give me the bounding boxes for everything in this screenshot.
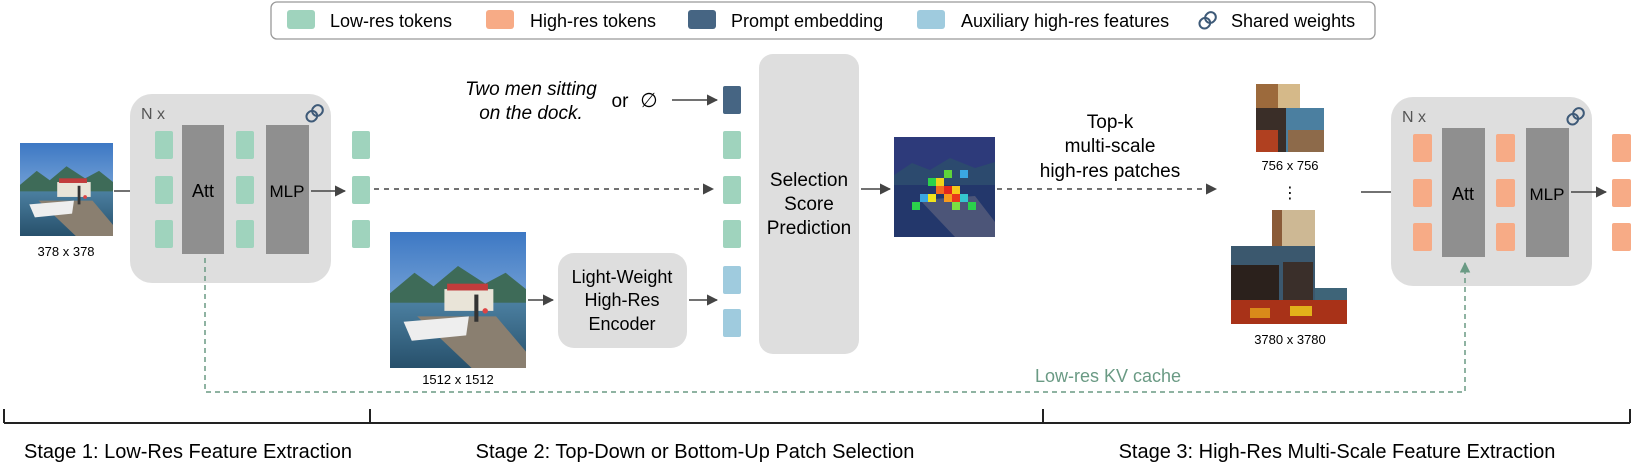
selection-label-line2: Score xyxy=(784,194,834,215)
prompt-text-line1: Two men sitting xyxy=(465,79,597,100)
encoder-label-line2: High-Res xyxy=(584,290,659,310)
patch-3780-image xyxy=(1231,210,1347,324)
stage3-mlp-label: MLP xyxy=(1530,185,1565,204)
lowres-token xyxy=(236,131,254,159)
stage3-att-layer xyxy=(1442,128,1485,257)
lowres-token xyxy=(155,176,173,204)
hires-output-token xyxy=(1612,223,1631,251)
lowres-image-size: 378 x 378 xyxy=(37,244,94,259)
stage1-mlp-layer xyxy=(266,125,309,254)
stage1-att-label: Att xyxy=(192,181,214,201)
link-icon xyxy=(1198,11,1217,30)
lowres-token xyxy=(155,220,173,248)
stage2-title: Stage 2: Top-Down or Bottom-Up Patch Sel… xyxy=(476,441,915,463)
lowres-token xyxy=(723,220,741,248)
legend-box xyxy=(270,1,1376,40)
selection-score-block xyxy=(759,54,859,354)
encoder-label-line3: Encoder xyxy=(588,314,655,334)
aux-feature-token xyxy=(723,266,741,294)
hires-output-token xyxy=(1612,179,1631,207)
stage1-mlp-label: MLP xyxy=(270,182,305,201)
patch-ellipsis: ⋮ xyxy=(1282,185,1298,202)
legend-swatch-low-res xyxy=(287,10,315,29)
lowres-output-token xyxy=(352,131,370,159)
lowres-token xyxy=(155,131,173,159)
lowres-input-image xyxy=(20,143,113,236)
lowres-token xyxy=(236,176,254,204)
empty-prompt-symbol: ∅ xyxy=(640,90,657,112)
stage-brackets xyxy=(3,409,1631,424)
stage3-link-icon xyxy=(1566,107,1585,126)
hires-token xyxy=(1413,134,1432,162)
stage3-title: Stage 3: High-Res Multi-Scale Feature Ex… xyxy=(1119,441,1556,463)
legend-prompt: Prompt embedding xyxy=(731,11,883,31)
aux-feature-token xyxy=(723,309,741,337)
lightweight-encoder-block xyxy=(558,253,687,348)
legend-swatch-aux xyxy=(917,10,945,29)
prompt-text-line2: on the dock. xyxy=(479,103,583,124)
selection-heatmap-image xyxy=(894,137,995,237)
topk-label-line3: high-res patches xyxy=(1040,161,1180,182)
hires-output-token xyxy=(1612,134,1631,162)
legend-shared-weights: Shared weights xyxy=(1231,11,1355,31)
stage1-link-icon xyxy=(305,104,324,123)
stage1-repeat-label: N x xyxy=(141,106,165,123)
lowres-token xyxy=(236,220,254,248)
stage1-att-layer xyxy=(182,125,224,254)
topk-label-line2: multi-scale xyxy=(1065,136,1156,157)
stage3-att-label: Att xyxy=(1452,184,1474,204)
stage1-title: Stage 1: Low-Res Feature Extraction xyxy=(24,441,352,463)
hires-image-size: 1512 x 1512 xyxy=(422,372,494,387)
patch-756-image xyxy=(1256,84,1324,152)
legend-swatch-prompt xyxy=(688,10,716,29)
or-label: or xyxy=(612,91,630,112)
legend-high-res: High-res tokens xyxy=(530,11,656,31)
selection-label-line3: Prediction xyxy=(767,218,852,239)
kv-cache-connector xyxy=(204,258,1471,393)
legend-swatch-high-res xyxy=(486,10,514,29)
lowres-output-token xyxy=(352,176,370,204)
hires-token xyxy=(1413,179,1432,207)
lowres-token xyxy=(723,176,741,204)
hires-token xyxy=(1496,179,1515,207)
patch-small-size: 756 x 756 xyxy=(1261,158,1318,173)
lowres-output-token xyxy=(352,220,370,248)
patch-large-size: 3780 x 3780 xyxy=(1254,332,1326,347)
legend-aux: Auxiliary high-res features xyxy=(961,11,1169,31)
hires-input-image xyxy=(390,232,526,368)
hires-token xyxy=(1413,223,1432,251)
prompt-embedding-token xyxy=(723,86,741,114)
hires-token xyxy=(1496,223,1515,251)
kv-cache-label: Low-res KV cache xyxy=(1035,366,1181,386)
hires-token xyxy=(1496,134,1515,162)
stage3-mlp-layer xyxy=(1526,128,1569,257)
selection-label-line1: Selection xyxy=(770,170,848,191)
lowres-token xyxy=(723,131,741,159)
stage3-repeat-label: N x xyxy=(1402,109,1426,126)
legend-low-res: Low-res tokens xyxy=(330,11,452,31)
topk-label-line1: Top-k xyxy=(1087,112,1134,133)
encoder-label-line1: Light-Weight xyxy=(572,267,673,287)
